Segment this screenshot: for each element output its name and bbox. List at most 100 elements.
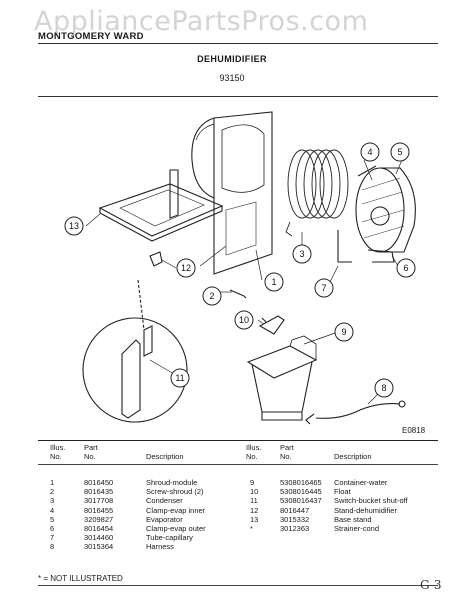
header-desc-right: Description	[334, 452, 372, 461]
stand-foot	[149, 251, 163, 267]
bottom-rule	[38, 585, 438, 586]
table-cell: 8016455	[84, 505, 114, 515]
table-cell: Base stand	[334, 514, 372, 524]
right-part-column: 5308016465 5308016445 5308016437 8016447…	[280, 478, 322, 533]
header-illus-right: Illus. No.	[246, 443, 262, 461]
table-cell: 3015364	[84, 542, 114, 552]
svg-text:2: 2	[209, 291, 214, 301]
watermark: AppliancePartsPros.com	[34, 6, 369, 37]
table-cell: 8016450	[84, 478, 114, 487]
svg-text:6: 6	[403, 263, 408, 273]
callout-12: 12	[176, 258, 196, 278]
table-cell: Container-water	[334, 478, 388, 487]
svg-text:12: 12	[181, 263, 191, 273]
callout-8: 8	[374, 378, 394, 398]
header-illus-left: Illus. No.	[50, 443, 66, 461]
callout-5: 5	[390, 142, 410, 162]
table-cell: 11	[250, 496, 258, 506]
table-cell: 5308016437	[280, 496, 322, 506]
table-cell: 3	[50, 496, 55, 506]
svg-text:1: 1	[271, 277, 276, 287]
table-cell: 3014460	[84, 533, 114, 543]
table-header-rule	[38, 464, 438, 465]
diagram-top-rule	[38, 96, 438, 97]
page-title: DEHUMIDIFIER	[197, 54, 267, 64]
callout-7: 7	[314, 278, 334, 298]
callout-3: 3	[292, 244, 312, 264]
table-cell: 10	[250, 487, 259, 497]
table-cell: 6	[50, 524, 55, 534]
shroud-module-part	[191, 111, 273, 275]
table-cell: 9	[250, 478, 255, 487]
svg-text:3: 3	[299, 249, 304, 259]
water-container-part	[246, 335, 318, 421]
svg-text:11: 11	[175, 373, 184, 383]
svg-text:4: 4	[367, 147, 372, 157]
callout-11: 11	[170, 368, 190, 388]
evaporator-part	[355, 167, 416, 253]
table-cell: 8016447	[280, 505, 310, 515]
table-cell: 5308016465	[280, 478, 322, 487]
table-cell: 12	[250, 505, 259, 515]
svg-text:7: 7	[321, 283, 326, 293]
condenser-coil-part	[285, 149, 349, 237]
table-cell: 3209827	[84, 514, 114, 524]
figure-code: E0818	[402, 426, 426, 435]
svg-text:9: 9	[341, 327, 346, 337]
brand-header: MONTGOMERY WARD	[38, 31, 144, 42]
svg-text:8: 8	[381, 383, 386, 393]
harness-part	[305, 400, 406, 425]
shroud-screw	[229, 289, 247, 299]
header-part-right: Part No.	[280, 443, 294, 461]
table-cell: Stand-dehumidifier	[334, 505, 397, 515]
table-cell: Float	[334, 487, 351, 497]
table-cell: Switch-bucket shut-off	[334, 496, 408, 506]
table-cell: 8016435	[84, 487, 114, 497]
table-cell: 8	[50, 542, 55, 552]
table-cell: 1	[50, 478, 55, 487]
table-cell: Screw-shroud (2)	[146, 487, 204, 497]
table-top-rule	[38, 440, 438, 441]
footnote: * = NOT ILLUSTRATED	[38, 574, 123, 583]
svg-text:10: 10	[239, 315, 249, 325]
base-stand-part	[98, 183, 224, 242]
top-rule	[38, 43, 438, 44]
svg-text:5: 5	[397, 147, 402, 157]
table-cell: Clamp-evap outer	[146, 524, 206, 534]
header-part-left: Part No.	[84, 443, 98, 461]
table-cell: Tube-capillary	[146, 533, 193, 543]
callout-2: 2	[202, 286, 222, 306]
left-illus-column: 1 2 3 4 5 6 7 8	[50, 478, 54, 552]
clamp-evap-inner	[357, 165, 377, 177]
callout-1: 1	[264, 272, 284, 292]
left-desc-column: Shroud-module Screw-shroud (2) Condenser…	[146, 478, 206, 552]
svg-text:13: 13	[69, 221, 79, 231]
table-cell: Clamp-evap inner	[146, 505, 206, 515]
table-cell: Condenser	[146, 496, 183, 506]
header-desc-left: Description	[146, 452, 184, 461]
model-number: 93150	[219, 73, 245, 83]
table-cell: 3012363	[280, 524, 310, 534]
table-cell: 3015332	[280, 514, 310, 524]
table-cell: 2	[50, 487, 55, 497]
table-cell: 4	[50, 505, 55, 515]
right-desc-column: Container-water Float Switch-bucket shut…	[334, 478, 408, 533]
table-cell: 7	[50, 533, 55, 543]
table-cell: 13	[250, 514, 259, 524]
table-cell: 8016454	[84, 524, 114, 534]
callout-9: 9	[334, 322, 354, 342]
table-cell: 3017708	[84, 496, 114, 506]
table-cell: 5308016445	[280, 487, 322, 497]
left-part-column: 8016450 8016435 3017708 8016455 3209827 …	[84, 478, 113, 552]
table-cell: Evaporator	[146, 514, 183, 524]
table-cell: *	[250, 524, 253, 534]
callout-6: 6	[396, 258, 416, 278]
capillary-tube	[337, 230, 352, 263]
right-illus-column: 9 10 11 12 13 *	[250, 478, 258, 533]
table-cell: 5	[50, 514, 55, 524]
float-part	[258, 315, 285, 335]
table-cell: Strainer-cond	[334, 524, 380, 534]
table-cell: Harness	[146, 542, 174, 552]
callout-10: 10	[234, 310, 254, 330]
table-cell: Shroud-module	[146, 478, 198, 487]
